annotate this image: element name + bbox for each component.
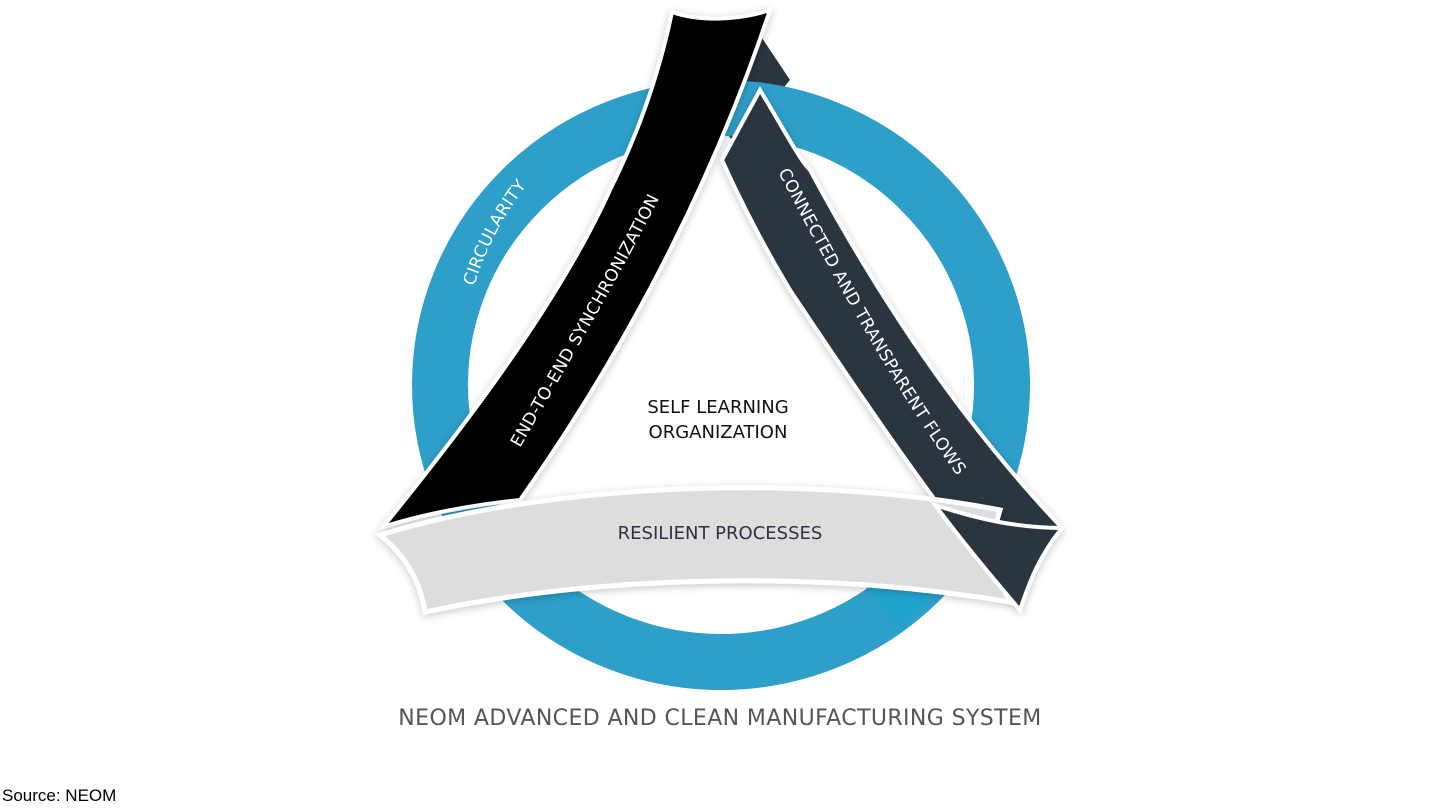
- band-resilient-processes: [374, 485, 1015, 615]
- ribbon-left-label-text: END-TO-END SYNCHRONIZATION: [507, 191, 664, 451]
- band-label: RESILIENT PROCESSES: [618, 523, 823, 544]
- center-label-line2: ORGANIZATION: [649, 422, 788, 443]
- ribbon-right-tip: [929, 501, 1067, 614]
- center-label-line1: SELF LEARNING: [647, 397, 788, 418]
- ribbon-synchronization: [377, 6, 774, 531]
- source-note: Source: NEOM: [2, 786, 117, 805]
- system-title: NEOM ADVANCED AND CLEAN MANUFACTURING SY…: [398, 706, 1042, 731]
- ribbon-left-label: END-TO-END SYNCHRONIZATION: [507, 191, 664, 451]
